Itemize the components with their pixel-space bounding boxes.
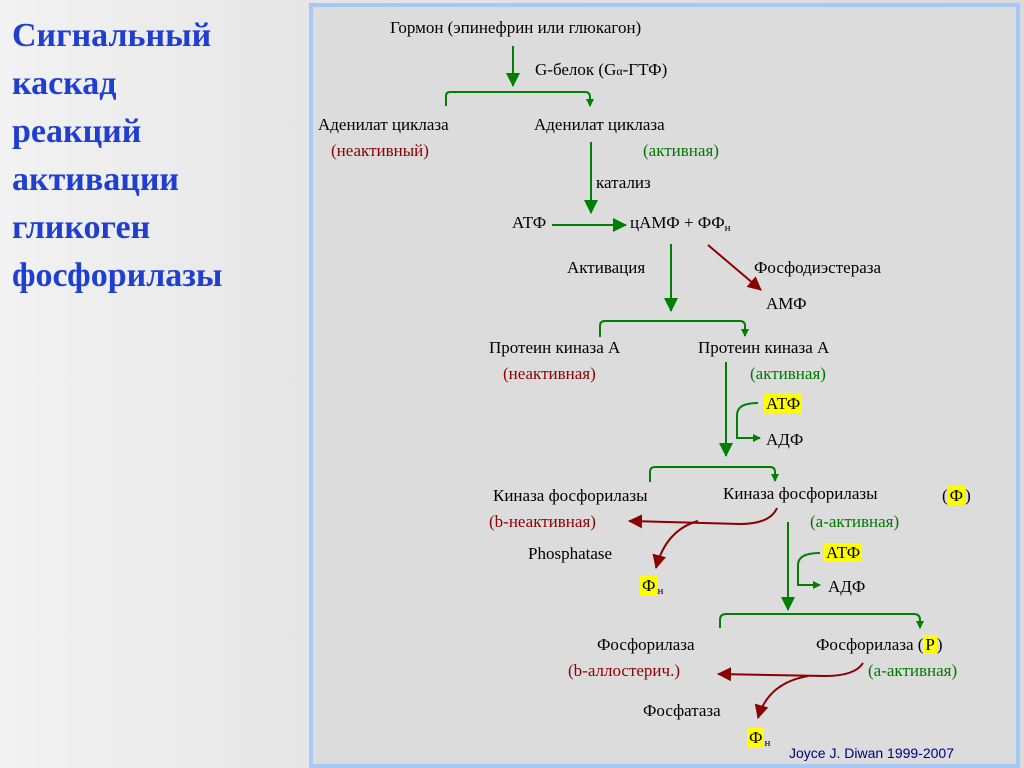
phosphorylase-kinase-inactive: Киназа фосфорилазы xyxy=(493,486,648,505)
slide-title: Сигнальный каскад реакций активации глик… xyxy=(12,12,302,300)
title-line: фосфорилазы xyxy=(12,257,223,294)
adenylate-cyclase-active: Аденилат циклаза xyxy=(534,115,665,134)
phosphorylase-text: Фосфорилаза ( xyxy=(816,635,924,654)
amp-label: АМФ xyxy=(766,294,807,313)
phosphate-highlight: Ф xyxy=(640,576,658,595)
adenylate-cyclase-inactive: Аденилат циклаза xyxy=(318,115,449,134)
arrow-phk-dephosphorylation xyxy=(628,507,778,529)
phosphatase-label-2: Фосфатаза xyxy=(643,701,721,720)
arrow-atp-adp-1 xyxy=(736,402,761,442)
atp-highlight: АТФ xyxy=(764,394,803,413)
phosphatase-label: Phosphatase xyxy=(528,544,613,563)
arrow-phosphorylase-dephosphorylation xyxy=(717,662,864,682)
phosphorylase-active-state: (а-активная) xyxy=(868,661,958,680)
phosphate-subscript: н xyxy=(764,737,771,749)
phosphorylase-kinase-phosphate: (Ф) xyxy=(942,486,971,506)
title-line: гликоген xyxy=(12,209,151,246)
phosphorylase-kinase-inactive-state: (b-неактивная) xyxy=(489,512,596,531)
phosphorylase-kinase-active-state: (а-активная) xyxy=(810,512,900,531)
title-line: реакций xyxy=(12,113,142,150)
adp-label: АДФ xyxy=(766,430,804,449)
pka-active: Протеин киназа А xyxy=(698,338,830,357)
arrow-phosphodiesterase xyxy=(707,244,762,291)
paren-close: ) xyxy=(936,635,943,654)
g-alpha-symbol: α xyxy=(616,64,623,78)
arrow-phk-activation xyxy=(649,466,779,482)
camp-label: цАМФ + ФФн xyxy=(630,213,731,238)
paren-close: ) xyxy=(965,486,971,505)
hormone-label: Гормон (эпинефрин или глюкагон) xyxy=(390,18,642,37)
arrow-pka-activation xyxy=(599,320,749,337)
title-line: активации xyxy=(12,161,180,198)
adenylate-cyclase-inactive-state: (неактивный) xyxy=(331,141,429,160)
phosphate-highlight: Ф xyxy=(747,728,765,747)
pka-inactive: Протеин киназа А xyxy=(489,338,621,357)
camp-subscript: н xyxy=(724,222,731,234)
phosphate-highlight: Ф xyxy=(947,486,966,505)
arrow-ac-activation xyxy=(445,91,594,107)
title-line: каскад xyxy=(12,65,117,102)
phosphorylase-inactive-state: (b-аллостерич.) xyxy=(568,661,680,680)
phosphorylase-kinase-active: Киназа фосфорилазы xyxy=(723,484,878,503)
g-protein-label: G-белок (Gα-ГТФ) xyxy=(535,60,667,81)
atp-label-2: АТФ xyxy=(764,394,803,414)
pka-active-state: (активная) xyxy=(750,364,826,383)
g-protein-text: G-белок (G xyxy=(535,60,617,79)
arrow-atp-adp-2 xyxy=(797,552,821,589)
arrow-phosphorylase-activation xyxy=(719,613,924,629)
arrow-phosphatase-pi-1 xyxy=(652,520,699,569)
atp-highlight: АТФ xyxy=(824,543,863,562)
camp-text: цАМФ + ФФ xyxy=(630,213,725,232)
pka-inactive-state: (неактивная) xyxy=(503,364,596,383)
diagram-panel xyxy=(309,3,1020,768)
activation-label: Активация xyxy=(567,258,646,277)
phosphorylase-inactive: Фосфорилаза xyxy=(597,635,695,654)
catalysis-label: катализ xyxy=(596,173,651,192)
arrow-phosphatase-pi-2 xyxy=(754,675,809,719)
atp-label-3: АТФ xyxy=(824,543,863,563)
phosphorylase-active: Фосфорилаза (P) xyxy=(816,635,943,655)
adenylate-cyclase-active-state: (активная) xyxy=(643,141,719,160)
phosphate-subscript: н xyxy=(657,585,664,597)
g-protein-end: -ГТФ) xyxy=(622,60,668,79)
phosphodiesterase-label: Фосфодиэстераза xyxy=(754,258,882,277)
adp-label-2: АДФ xyxy=(828,577,866,596)
paren-open: ( xyxy=(942,486,948,505)
title-line: Сигнальный xyxy=(12,17,212,54)
atp-label: АТФ xyxy=(512,213,547,232)
credit-text: Joyce J. Diwan 1999-2007 xyxy=(789,745,954,761)
p-highlight: P xyxy=(923,635,937,654)
